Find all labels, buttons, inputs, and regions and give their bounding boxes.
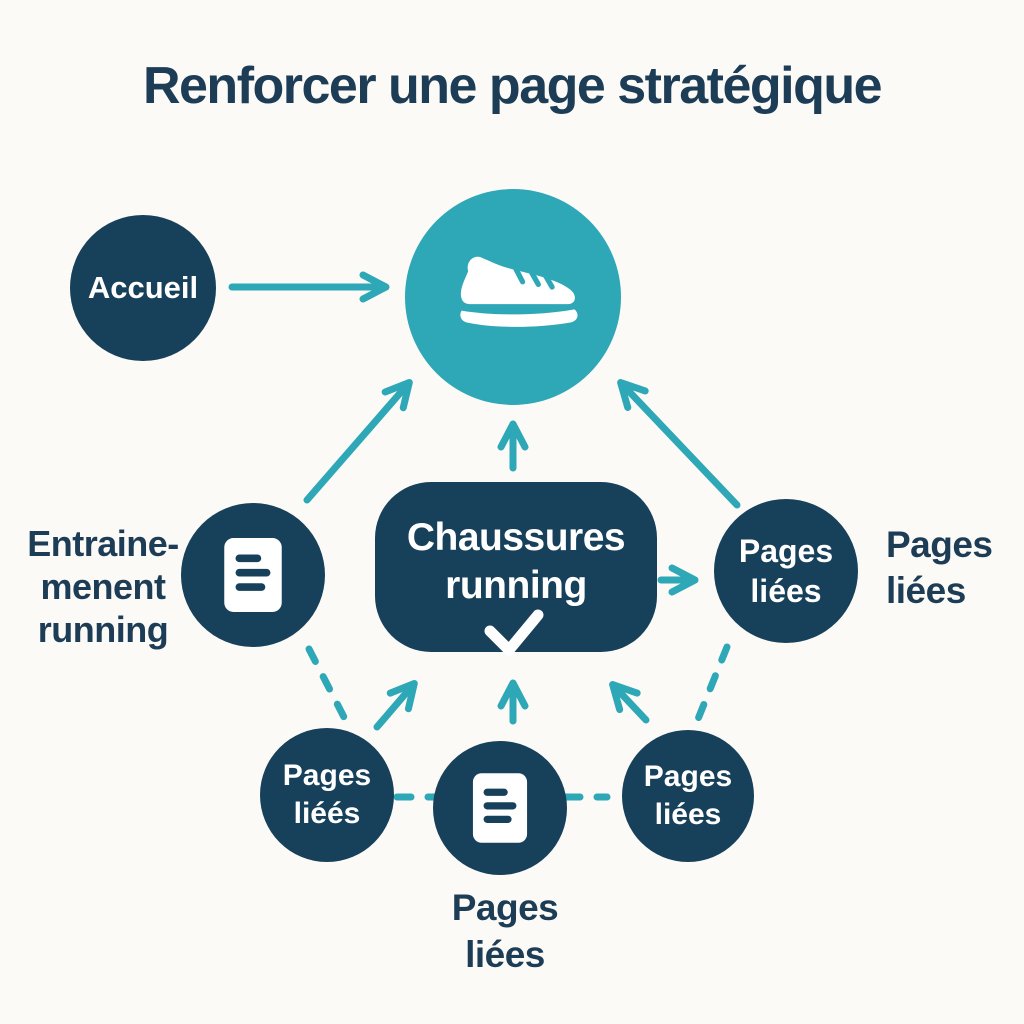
dashed-training-to-bottomleft: [305, 645, 351, 727]
checkmark-icon: [484, 609, 544, 656]
node-linked-bottom-left: Pages liéés: [260, 728, 394, 862]
dashed-right-to-bottomright: [694, 643, 731, 723]
linked-bottom-center-label: Pages liées: [451, 887, 559, 975]
node-linked-right: Pages liées: [714, 499, 858, 643]
node-home-label: Accueil: [87, 270, 199, 305]
linked-right-outside-label: Pages liées: [886, 524, 993, 611]
strategic-page-label-line1: Chaussures: [406, 516, 626, 559]
node-strategic-page: Chaussures running: [375, 482, 657, 656]
document-icon: [224, 538, 282, 612]
node-target-page: [405, 189, 621, 405]
document-icon: [472, 773, 528, 843]
strategic-page-label-line2: running: [445, 564, 587, 607]
arrow-right-to-target: [617, 379, 741, 509]
arrow-bottomleft-to-strategic: [373, 679, 418, 731]
page-title: Renforcer une page stratégique: [142, 57, 883, 115]
running-shoe-icon: [460, 256, 578, 327]
node-home: Accueil: [70, 215, 216, 361]
node-linked-bottom-center: [433, 741, 567, 875]
node-training-article: [181, 503, 325, 647]
arrow-training-to-target: [303, 378, 413, 504]
node-linked-bottom-right: Pages liées: [622, 730, 754, 862]
arrow-bottomright-to-strategic: [609, 681, 650, 724]
training-article-label: Entraine- menent running: [27, 523, 179, 650]
